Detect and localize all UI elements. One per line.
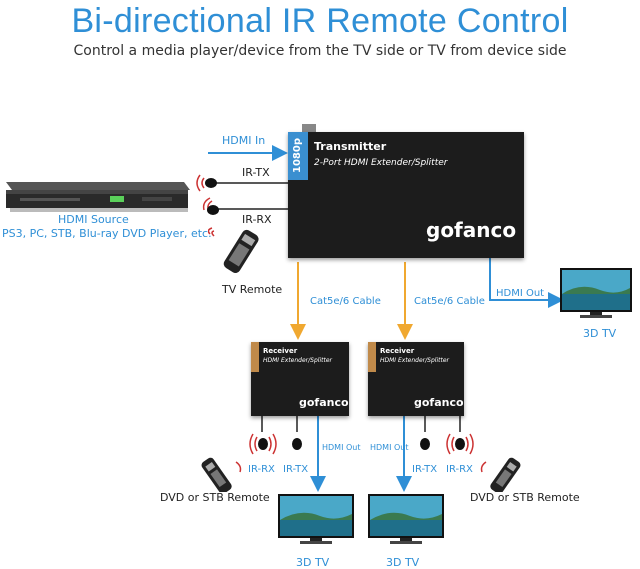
receiver-1-title: Receiver (263, 347, 298, 355)
hdmi-out-main-label: HDMI Out (496, 288, 545, 299)
source-title: HDMI Source (58, 213, 129, 226)
ir-rx-label: IR-RX (242, 213, 272, 226)
receiver-2-box: Receiver HDMI Extender/Splitter gofanco (368, 342, 464, 416)
receiver-2-subtitle: HDMI Extender/Splitter (380, 357, 449, 364)
bluray-player-icon (6, 182, 190, 212)
ir-rx-sensor-icon (202, 197, 219, 215)
receiver-1-subtitle: HDMI Extender/Splitter (263, 357, 332, 364)
ir-tx-label: IR-TX (242, 166, 270, 179)
receiver-2-title: Receiver (380, 347, 415, 355)
rx1-tv-icon (278, 494, 354, 544)
receiver-1-tab (251, 342, 259, 372)
transmitter-title: Transmitter (314, 140, 387, 153)
receiver-2-logo: gofanco (414, 396, 464, 409)
page-title: Bi-directional IR Remote Control (71, 2, 569, 40)
rx2-remote-label: DVD or STB Remote (470, 491, 580, 504)
rx2-ir-tx-label: IR-TX (412, 464, 438, 475)
cable-left-label: Cat5e/6 Cable (310, 296, 381, 307)
ir-tx-sensor-icon (196, 174, 217, 192)
rx1-ir-tx-sensor-icon (292, 438, 302, 450)
receiver-1-box: Receiver HDMI Extender/Splitter gofanco (251, 342, 349, 416)
rx2-ir-rx-sensor-icon (446, 433, 474, 455)
rx1-hdmi-out-label: HDMI Out (322, 443, 361, 452)
hdmi-in-label: HDMI In (222, 134, 266, 147)
rx1-remote-label: DVD or STB Remote (160, 491, 270, 504)
transmitter-1080p-badge: 1080p (288, 132, 308, 180)
transmitter-connector (302, 124, 316, 132)
tv-remote-icon (208, 227, 259, 274)
rx2-ir-tx-sensor-icon (420, 438, 430, 450)
rx1-ir-tx-label: IR-TX (283, 464, 309, 475)
rx2-hdmi-out-label: HDMI Out (370, 443, 409, 452)
transmitter-subtitle: 2-Port HDMI Extender/Splitter (314, 158, 448, 168)
rx1-ir-rx-label: IR-RX (248, 464, 275, 475)
rx2-remote-icon (480, 457, 521, 492)
rx2-ir-rx-label: IR-RX (446, 464, 473, 475)
rx1-remote-icon (201, 457, 242, 492)
hdmi-out-main-arrow (489, 258, 564, 308)
rx1-tv-label: 3D TV (296, 556, 330, 569)
tv-main-icon (560, 268, 632, 318)
transmitter-box: 1080p Transmitter 2-Port HDMI Extender/S… (288, 132, 524, 258)
rx2-tv-label: 3D TV (386, 556, 420, 569)
rx1-ir-rx-sensor-icon (249, 433, 277, 455)
source-devices: PS3, PC, STB, Blu-ray DVD Player, etc. (2, 227, 212, 240)
page-subtitle: Control a media player/device from the T… (73, 43, 567, 59)
receiver-2-tab (368, 342, 376, 372)
cable-right-label: Cat5e/6 Cable (414, 296, 485, 307)
tv-main-label: 3D TV (583, 327, 617, 340)
transmitter-logo: gofanco (426, 218, 517, 242)
tv-remote-label: TV Remote (222, 283, 283, 296)
rx2-tv-icon (368, 494, 444, 544)
receiver-1-logo: gofanco (299, 396, 349, 409)
